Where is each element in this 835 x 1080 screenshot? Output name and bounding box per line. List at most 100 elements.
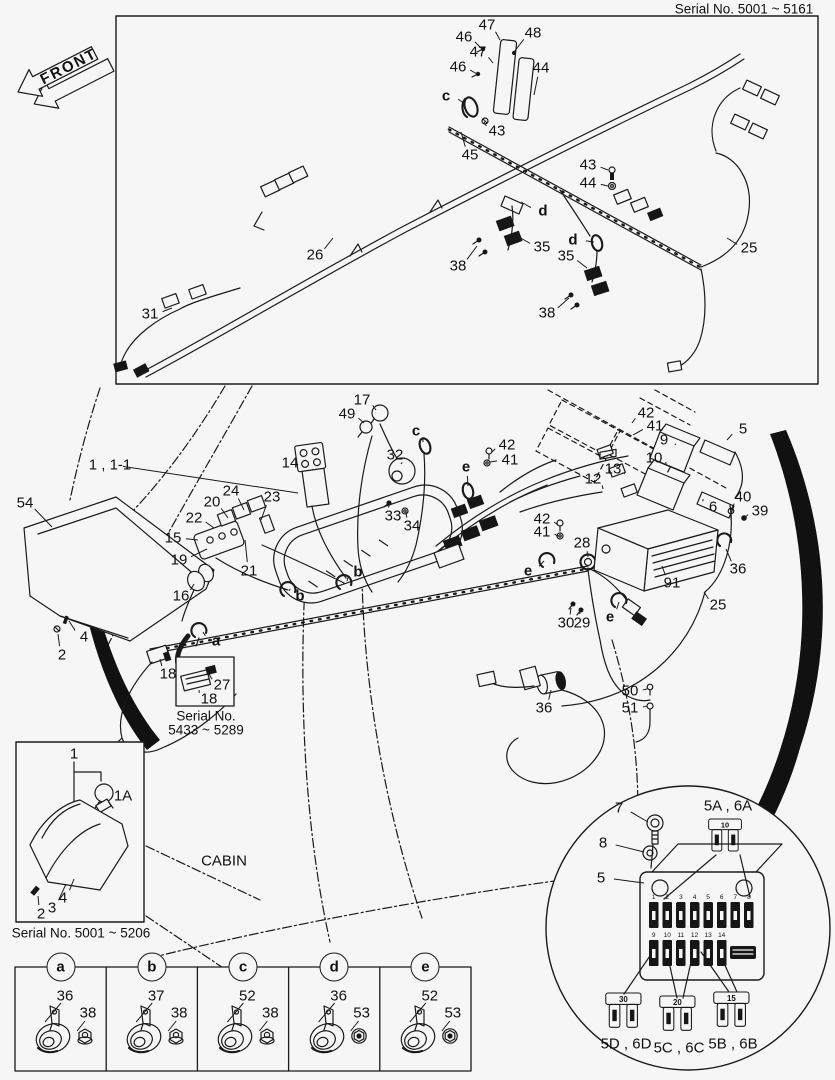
callout-e: e (605, 608, 615, 626)
callout-21: 21 (240, 562, 258, 580)
fuse-number-13: 13 (704, 931, 712, 939)
fuse-number-10: 10 (663, 931, 671, 939)
callout-2: 2 (57, 646, 67, 664)
callout-12: 12 (584, 470, 602, 488)
horn-illustration-e (396, 1004, 458, 1058)
fuse-number-9: 9 (651, 931, 656, 939)
fuse-number-14: 14 (718, 931, 726, 939)
callout-31: 31 (141, 305, 159, 323)
callout-40: 40 (734, 488, 752, 506)
callout-38: 38 (449, 257, 467, 275)
callout-47: 47 (478, 16, 496, 34)
fuse-amp-right: 15 (727, 994, 736, 1003)
serial-number-inset: Serial No. 5001 ~ 5206 (11, 925, 151, 941)
callout-30: 30 (557, 614, 575, 632)
callout-c: c (441, 87, 451, 105)
relays-and-radio (561, 423, 747, 707)
horn-illustration-b (122, 1004, 184, 1058)
callout-49: 49 (338, 405, 356, 423)
instrument-cluster (23, 484, 463, 642)
front-arrow-icon: FRONT (17, 45, 115, 109)
callout-5A6A: 5A , 6A (703, 797, 753, 815)
callout-d: d (538, 202, 548, 220)
callout-5B6B: 5B , 6B (708, 1035, 758, 1053)
callout-e: e (461, 458, 471, 476)
callout-48: 48 (524, 24, 542, 42)
fuse-amp-left: 30 (619, 995, 628, 1004)
horn-illustration-d (305, 1004, 367, 1058)
callout-23: 23 (263, 488, 281, 506)
horn-part-36: 36 (56, 987, 74, 1005)
callout-50: 50 (621, 682, 639, 700)
callout-18: 18 (159, 665, 177, 683)
fastener-part-53: 53 (444, 1004, 462, 1022)
callout-33: 33 (384, 507, 402, 525)
fuse-detail-circle: 10 30 20 15 (545, 785, 831, 1071)
horn-part-37: 37 (147, 987, 165, 1005)
callout-46: 46 (455, 28, 473, 46)
callout-35: 35 (557, 247, 575, 265)
fuse-number-5: 5 (706, 893, 710, 901)
serial-number-mid-line2: 5433 ~ 5289 (168, 722, 244, 738)
callout-39: 39 (751, 502, 769, 520)
fuse-number-8: 8 (747, 893, 751, 901)
callout-d: d (568, 231, 578, 249)
fuse-amp-top: 10 (721, 821, 729, 830)
callout-34: 34 (403, 517, 421, 535)
callout-36: 36 (535, 699, 553, 717)
callout-27: 27 (213, 676, 231, 694)
fuse-number-2: 2 (665, 893, 670, 901)
callout-29: 29 (573, 614, 591, 632)
callout-54: 54 (16, 494, 34, 512)
callout-42: 42 (637, 404, 655, 422)
horn-part-36: 36 (330, 987, 347, 1005)
callout-10: 10 (645, 449, 663, 467)
callout-1A: 1A (113, 787, 133, 805)
callout-14: 14 (281, 454, 299, 472)
fastener-part-38: 38 (262, 1004, 279, 1022)
callout-5: 5 (738, 420, 748, 438)
serial-number-mid-line1: Serial No. (176, 708, 236, 724)
callout-35: 35 (533, 238, 551, 256)
main-harness (77, 444, 654, 785)
horn-part-52: 52 (239, 987, 256, 1005)
callout-3: 3 (47, 899, 57, 917)
callout-5: 5 (596, 869, 606, 887)
callout-9: 9 (659, 431, 669, 449)
callout-25: 25 (740, 239, 758, 257)
fuse-number-11: 11 (677, 931, 685, 939)
callout-15: 15 (164, 529, 182, 547)
callout-41: 41 (646, 417, 664, 435)
callout-51: 51 (621, 699, 639, 717)
fuse-number-12: 12 (690, 931, 699, 939)
fuse-number-3: 3 (679, 893, 683, 901)
callout-e: e (523, 562, 533, 580)
inset-lamp-box (15, 741, 145, 923)
fuse-amp-mid: 20 (673, 998, 682, 1007)
callout-20: 20 (203, 493, 221, 511)
callout-13: 13 (604, 460, 622, 478)
fastener-part-38: 38 (170, 1004, 188, 1022)
table-letter-a: a (46, 952, 76, 982)
callout-19: 19 (170, 551, 188, 569)
callout-47: 47 (469, 43, 487, 61)
callout-7: 7 (614, 799, 624, 817)
fastener-part-38: 38 (79, 1004, 97, 1022)
callout-4: 4 (58, 889, 68, 907)
callout-42: 42 (533, 510, 551, 528)
callout-91: 91 (663, 574, 681, 592)
callout-a: a (211, 632, 221, 650)
callout-45: 45 (461, 146, 479, 164)
callout-111: 1 , 1-1 (88, 456, 132, 474)
callout-43: 43 (488, 122, 506, 140)
callout-44: 44 (532, 59, 550, 77)
callout-5D6D: 5D , 6D (600, 1035, 652, 1053)
callout-1: 1 (69, 745, 79, 763)
callout-38: 38 (538, 304, 556, 322)
callout-18: 18 (200, 690, 218, 708)
callout-b: b (353, 563, 363, 581)
table-letter-e: e (410, 952, 440, 982)
callout-4: 4 (79, 628, 89, 646)
